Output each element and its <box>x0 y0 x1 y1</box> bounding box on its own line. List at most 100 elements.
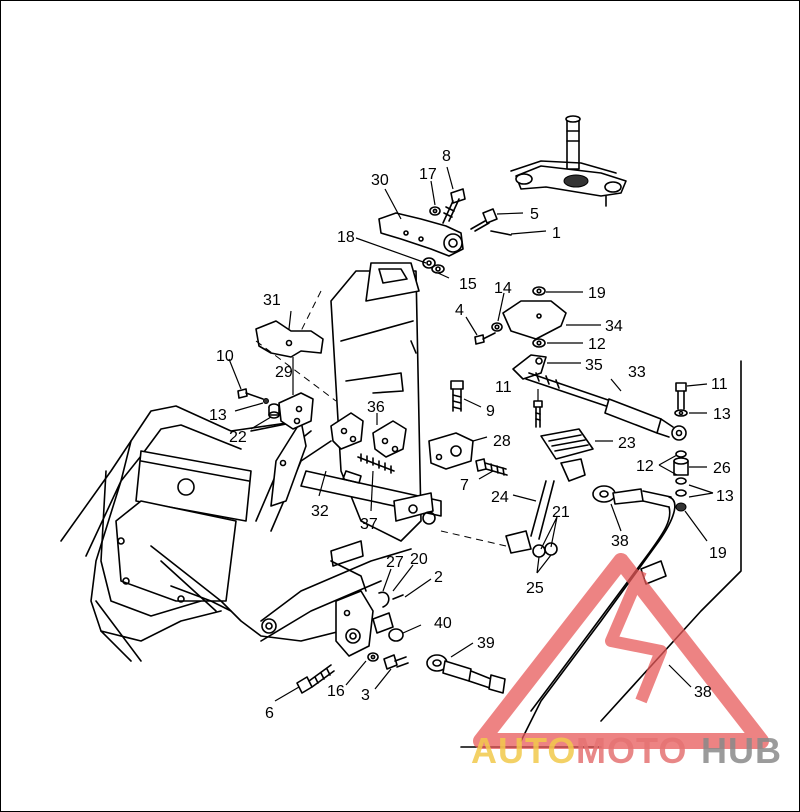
callout-32: 32 <box>311 503 329 520</box>
washer-16 <box>367 652 379 662</box>
spacer-22 <box>268 403 280 419</box>
callout-39: 39 <box>477 635 495 652</box>
watermark-logo <box>473 553 769 749</box>
callout-33: 33 <box>628 364 646 381</box>
washer-13b <box>674 409 688 417</box>
callout-labels: 1 2 3 4 5 6 7 8 9 10 11 11 12 12 13 13 1… <box>209 148 734 722</box>
washer-12b <box>675 450 687 458</box>
plate-34 <box>502 300 567 340</box>
washer-13c <box>675 477 687 497</box>
callout-4: 4 <box>455 302 464 319</box>
callout-17: 17 <box>419 166 437 183</box>
callout-14: 14 <box>494 280 512 297</box>
callout-7: 7 <box>460 477 469 494</box>
callout-31: 31 <box>263 292 281 309</box>
leader-lines <box>228 166 714 702</box>
stud-37 <box>357 453 395 474</box>
leader-dash-31b <box>300 290 322 332</box>
pivot-bracket-27 <box>335 590 394 657</box>
callout-37: 37 <box>360 516 378 533</box>
callout-15: 15 <box>459 276 477 293</box>
spacer-26 <box>673 457 689 476</box>
leader-dash-31 <box>255 340 337 402</box>
callout-9: 9 <box>486 403 495 420</box>
callout-28: 28 <box>493 433 511 450</box>
nut-18 <box>422 257 436 269</box>
rod-end-39 <box>426 654 506 694</box>
bolt-11a <box>533 400 543 428</box>
shaft-dash <box>440 530 507 547</box>
washer-15 <box>431 264 445 274</box>
callout-22: 22 <box>229 429 247 446</box>
bracket-28 <box>428 432 474 470</box>
callout-34: 34 <box>605 318 623 335</box>
screw-4 <box>474 332 496 345</box>
seat-bracket-30 <box>378 212 464 257</box>
lever-35 <box>512 354 547 380</box>
callout-35: 35 <box>585 357 603 374</box>
washer-17 <box>429 206 441 216</box>
callout-19b: 19 <box>709 545 727 562</box>
callout-38b: 38 <box>694 684 712 701</box>
bushings-25 <box>532 542 558 558</box>
strap-31 <box>255 320 324 358</box>
callout-36: 36 <box>367 399 385 416</box>
callout-13c: 13 <box>716 488 734 505</box>
nut-19a <box>532 286 546 296</box>
washer-12a <box>532 338 546 348</box>
bracket-36 <box>330 412 407 458</box>
callout-18: 18 <box>337 229 355 246</box>
callout-25: 25 <box>526 580 544 597</box>
frame-chassis <box>60 262 442 662</box>
washer-13a <box>263 398 269 404</box>
callout-40: 40 <box>434 615 452 632</box>
callout-19a: 19 <box>588 285 606 302</box>
pedal-23 <box>540 428 594 482</box>
bolt-9 <box>450 380 464 412</box>
nut-19b <box>675 502 687 512</box>
callout-13a: 13 <box>209 407 227 424</box>
callout-38a: 38 <box>611 533 629 550</box>
callout-16: 16 <box>327 683 345 700</box>
callout-12b: 12 <box>636 458 654 475</box>
bolt-10 <box>237 388 264 400</box>
shift-arm-24 <box>505 480 555 554</box>
callout-13b: 13 <box>713 406 731 423</box>
callout-27: 27 <box>386 554 404 571</box>
callout-3: 3 <box>361 687 370 704</box>
bolt-11b <box>675 382 687 410</box>
watermark-hub: HUB <box>701 730 782 771</box>
callout-29: 29 <box>275 364 293 381</box>
bolt-3 <box>383 654 409 670</box>
shift-rod-33 <box>525 372 687 441</box>
callout-6: 6 <box>265 705 274 722</box>
bolt-6 <box>296 664 335 694</box>
callout-12a: 12 <box>588 336 606 353</box>
callout-24: 24 <box>491 489 509 506</box>
callout-30: 30 <box>371 172 389 189</box>
callout-10: 10 <box>216 348 234 365</box>
washer-14 <box>491 322 503 332</box>
watermark-auto: AUTO <box>471 730 576 771</box>
clip-20 <box>378 591 390 608</box>
bolt-5 <box>470 208 498 232</box>
callout-11b: 11 <box>711 376 728 393</box>
callout-5: 5 <box>530 206 539 223</box>
bolt-8 <box>442 188 466 224</box>
pin-1 <box>490 230 512 236</box>
callout-20: 20 <box>410 551 428 568</box>
callout-11a: 11 <box>495 379 512 396</box>
pin-2 <box>392 594 404 600</box>
bolt-7 <box>475 458 508 476</box>
callout-8: 8 <box>442 148 451 165</box>
callout-2: 2 <box>434 569 443 586</box>
bracket-29 <box>278 392 314 430</box>
callout-21: 21 <box>552 504 570 521</box>
bushing-40 <box>388 628 404 642</box>
triple-clamp <box>510 115 627 207</box>
watermark-moto: MOTO <box>576 730 687 771</box>
callout-26: 26 <box>713 460 731 477</box>
callout-23: 23 <box>618 435 636 452</box>
